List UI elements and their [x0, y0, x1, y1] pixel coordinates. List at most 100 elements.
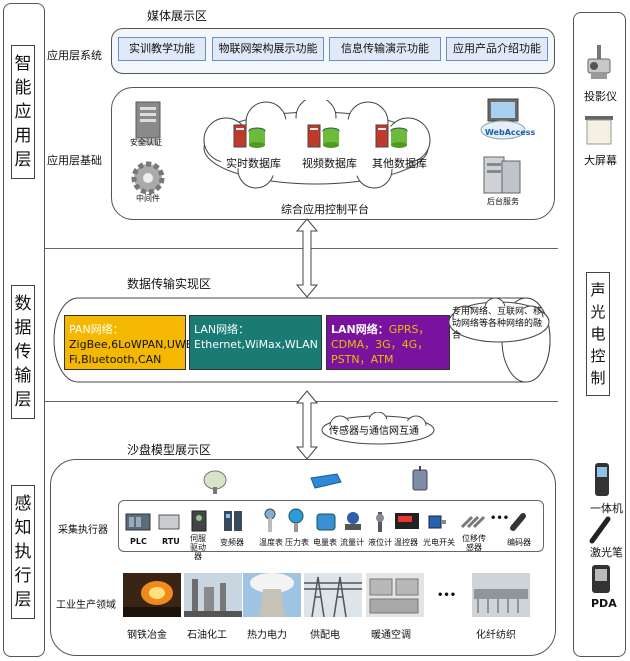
app-button-product-intro[interactable]: 应用产品介绍功能 — [446, 37, 548, 61]
rtu-icon — [158, 514, 180, 530]
lan-network-box: LAN网络： Ethernet,WiMax,WLAN — [189, 315, 322, 370]
industry-power-supply: 供配电 — [310, 630, 340, 641]
other-db-label: 其他数据库 — [372, 157, 427, 170]
exec-label-level: 液位计 — [368, 538, 392, 547]
exec-label-servo: 伺服驱动器 — [190, 534, 206, 561]
industry-hvac: 暖通空调 — [371, 630, 411, 641]
middleware-label: 中间件 — [136, 194, 160, 203]
pda-label: PDA — [591, 597, 617, 610]
app-base-label: 应用层基础 — [47, 154, 102, 167]
network-switch-icon — [310, 473, 342, 489]
collector-label: 采集执行器 — [58, 525, 108, 536]
exec-label-thermometer: 温度表 — [259, 538, 283, 547]
industry-ellipsis: ••• — [437, 590, 457, 601]
network-fusion-text: 专用网络、互联网、移动网络等各种网络的融合 — [452, 307, 543, 341]
double-arrow-bottom — [295, 390, 319, 460]
displacement-sensor-icon — [460, 515, 486, 529]
steel-photo — [123, 573, 181, 617]
petrochem-photo — [184, 573, 242, 617]
exec-label-inverter: 变频器 — [220, 538, 244, 547]
other-database-icon — [375, 124, 408, 148]
realtime-db-label: 实时数据库 — [226, 157, 281, 170]
exec-label-rtu: RTU — [162, 537, 180, 546]
level-gauge-icon — [376, 512, 384, 532]
control-label: 声光电控制 — [586, 272, 610, 396]
webservice-label: WebAccess — [485, 128, 536, 137]
industry-steel: 钢铁冶金 — [127, 630, 167, 641]
webservice-icon — [480, 98, 526, 140]
industry-textile: 化纤纺织 — [476, 630, 516, 641]
pressure-gauge-icon — [288, 508, 304, 532]
photoelectric-switch-icon — [428, 515, 446, 529]
laser-pointer-icon — [589, 516, 611, 544]
power-supply-photo — [304, 573, 362, 617]
sandbox-panel — [50, 459, 556, 656]
textile-photo — [472, 573, 530, 617]
projector-label: 投影仪 — [584, 90, 617, 103]
platform-label: 综合应用控制平台 — [281, 203, 369, 216]
media-title: 媒体展示区 — [147, 9, 208, 23]
antenna-icon — [203, 470, 227, 494]
hvac-photo — [366, 573, 424, 617]
gateway-icon — [412, 466, 428, 491]
thermometer-icon — [264, 508, 276, 532]
app-button-iot-architecture[interactable]: 物联网架构展示功能 — [212, 37, 324, 61]
app-button-training[interactable]: 实训教学功能 — [118, 37, 206, 61]
screen-label: 大屏幕 — [584, 154, 617, 167]
exec-label-displacement: 位移传感器 — [462, 534, 486, 552]
thermal-power-photo — [243, 573, 301, 617]
middleware-gear-icon — [131, 161, 165, 195]
pan-network-box: PAN网络： ZigBee,6LoWPAN,UWB,Wi-Fi,Bluetooth… — [64, 315, 215, 370]
power-meter-icon — [316, 513, 336, 531]
plc-icon — [125, 513, 151, 531]
industry-thermal-power: 热力电力 — [247, 630, 287, 641]
lan-text: Ethernet,WiMax,WLAN — [194, 338, 318, 351]
backend-server-icon — [483, 156, 521, 194]
servo-drive-icon — [191, 510, 207, 532]
separator-top — [45, 248, 558, 249]
screen-icon — [585, 116, 613, 145]
security-server-icon — [135, 101, 161, 145]
industry-petrochem: 石油化工 — [187, 630, 227, 641]
layer-label-sensing: 感知执行层 — [11, 485, 35, 619]
flowmeter-icon — [345, 512, 361, 530]
projector-icon — [587, 45, 611, 79]
exec-label-photoelectric: 光电开关 — [423, 538, 455, 547]
exec-label-temp-controller: 温控器 — [394, 538, 418, 547]
industry-label: 工业生产领域 — [56, 600, 116, 611]
exec-ellipsis: ••• — [490, 513, 510, 524]
realtime-database-icon — [233, 124, 266, 148]
app-button-transmission-demo[interactable]: 信息传输演示功能 — [329, 37, 441, 61]
pda-icon — [592, 565, 610, 593]
temperature-controller-icon — [395, 513, 419, 529]
security-label: 安全认证 — [130, 138, 162, 147]
sandbox-title: 沙盘模型展示区 — [127, 443, 212, 457]
wan-text: GPRS，CDMA，3G，4G，PSTN，ATM — [331, 323, 430, 366]
encoder-icon — [510, 513, 526, 531]
backend-label: 后台服务 — [487, 197, 519, 206]
laser-pointer-label: 激光笔 — [590, 546, 623, 559]
sensor-callout-text: 传感器与通信网互通 — [329, 426, 419, 437]
inverter-icon — [224, 511, 242, 531]
wan-network-box: LAN网络：GPRS，CDMA，3G，4G，PSTN，ATM — [326, 315, 450, 370]
lan-label: LAN网络： — [194, 323, 250, 336]
video-db-label: 视频数据库 — [302, 157, 357, 170]
handheld-terminal-icon — [595, 463, 609, 496]
pan-label: PAN网络： — [69, 323, 124, 336]
exec-label-power: 电量表 — [313, 538, 337, 547]
double-arrow-top — [295, 218, 319, 298]
app-system-label: 应用层系统 — [47, 49, 102, 62]
layer-label-data-transport: 数据传输层 — [11, 285, 35, 419]
handheld-label: 一体机 — [590, 502, 623, 515]
exec-label-encoder: 编码器 — [507, 538, 531, 547]
exec-label-pressure: 压力表 — [285, 538, 309, 547]
exec-label-flow: 流量计 — [340, 538, 364, 547]
transport-title: 数据传输实现区 — [127, 277, 212, 291]
wan-label: LAN网络： — [331, 323, 389, 336]
sensor-callout-cloud — [321, 412, 435, 445]
network-fusion-cloud — [448, 298, 550, 343]
pan-text: ZigBee,6LoWPAN,UWB,Wi-Fi,Bluetooth,CAN — [69, 338, 215, 366]
video-database-icon — [307, 124, 340, 148]
layer-label-application: 智能应用层 — [11, 45, 35, 179]
exec-label-plc: PLC — [130, 537, 147, 546]
